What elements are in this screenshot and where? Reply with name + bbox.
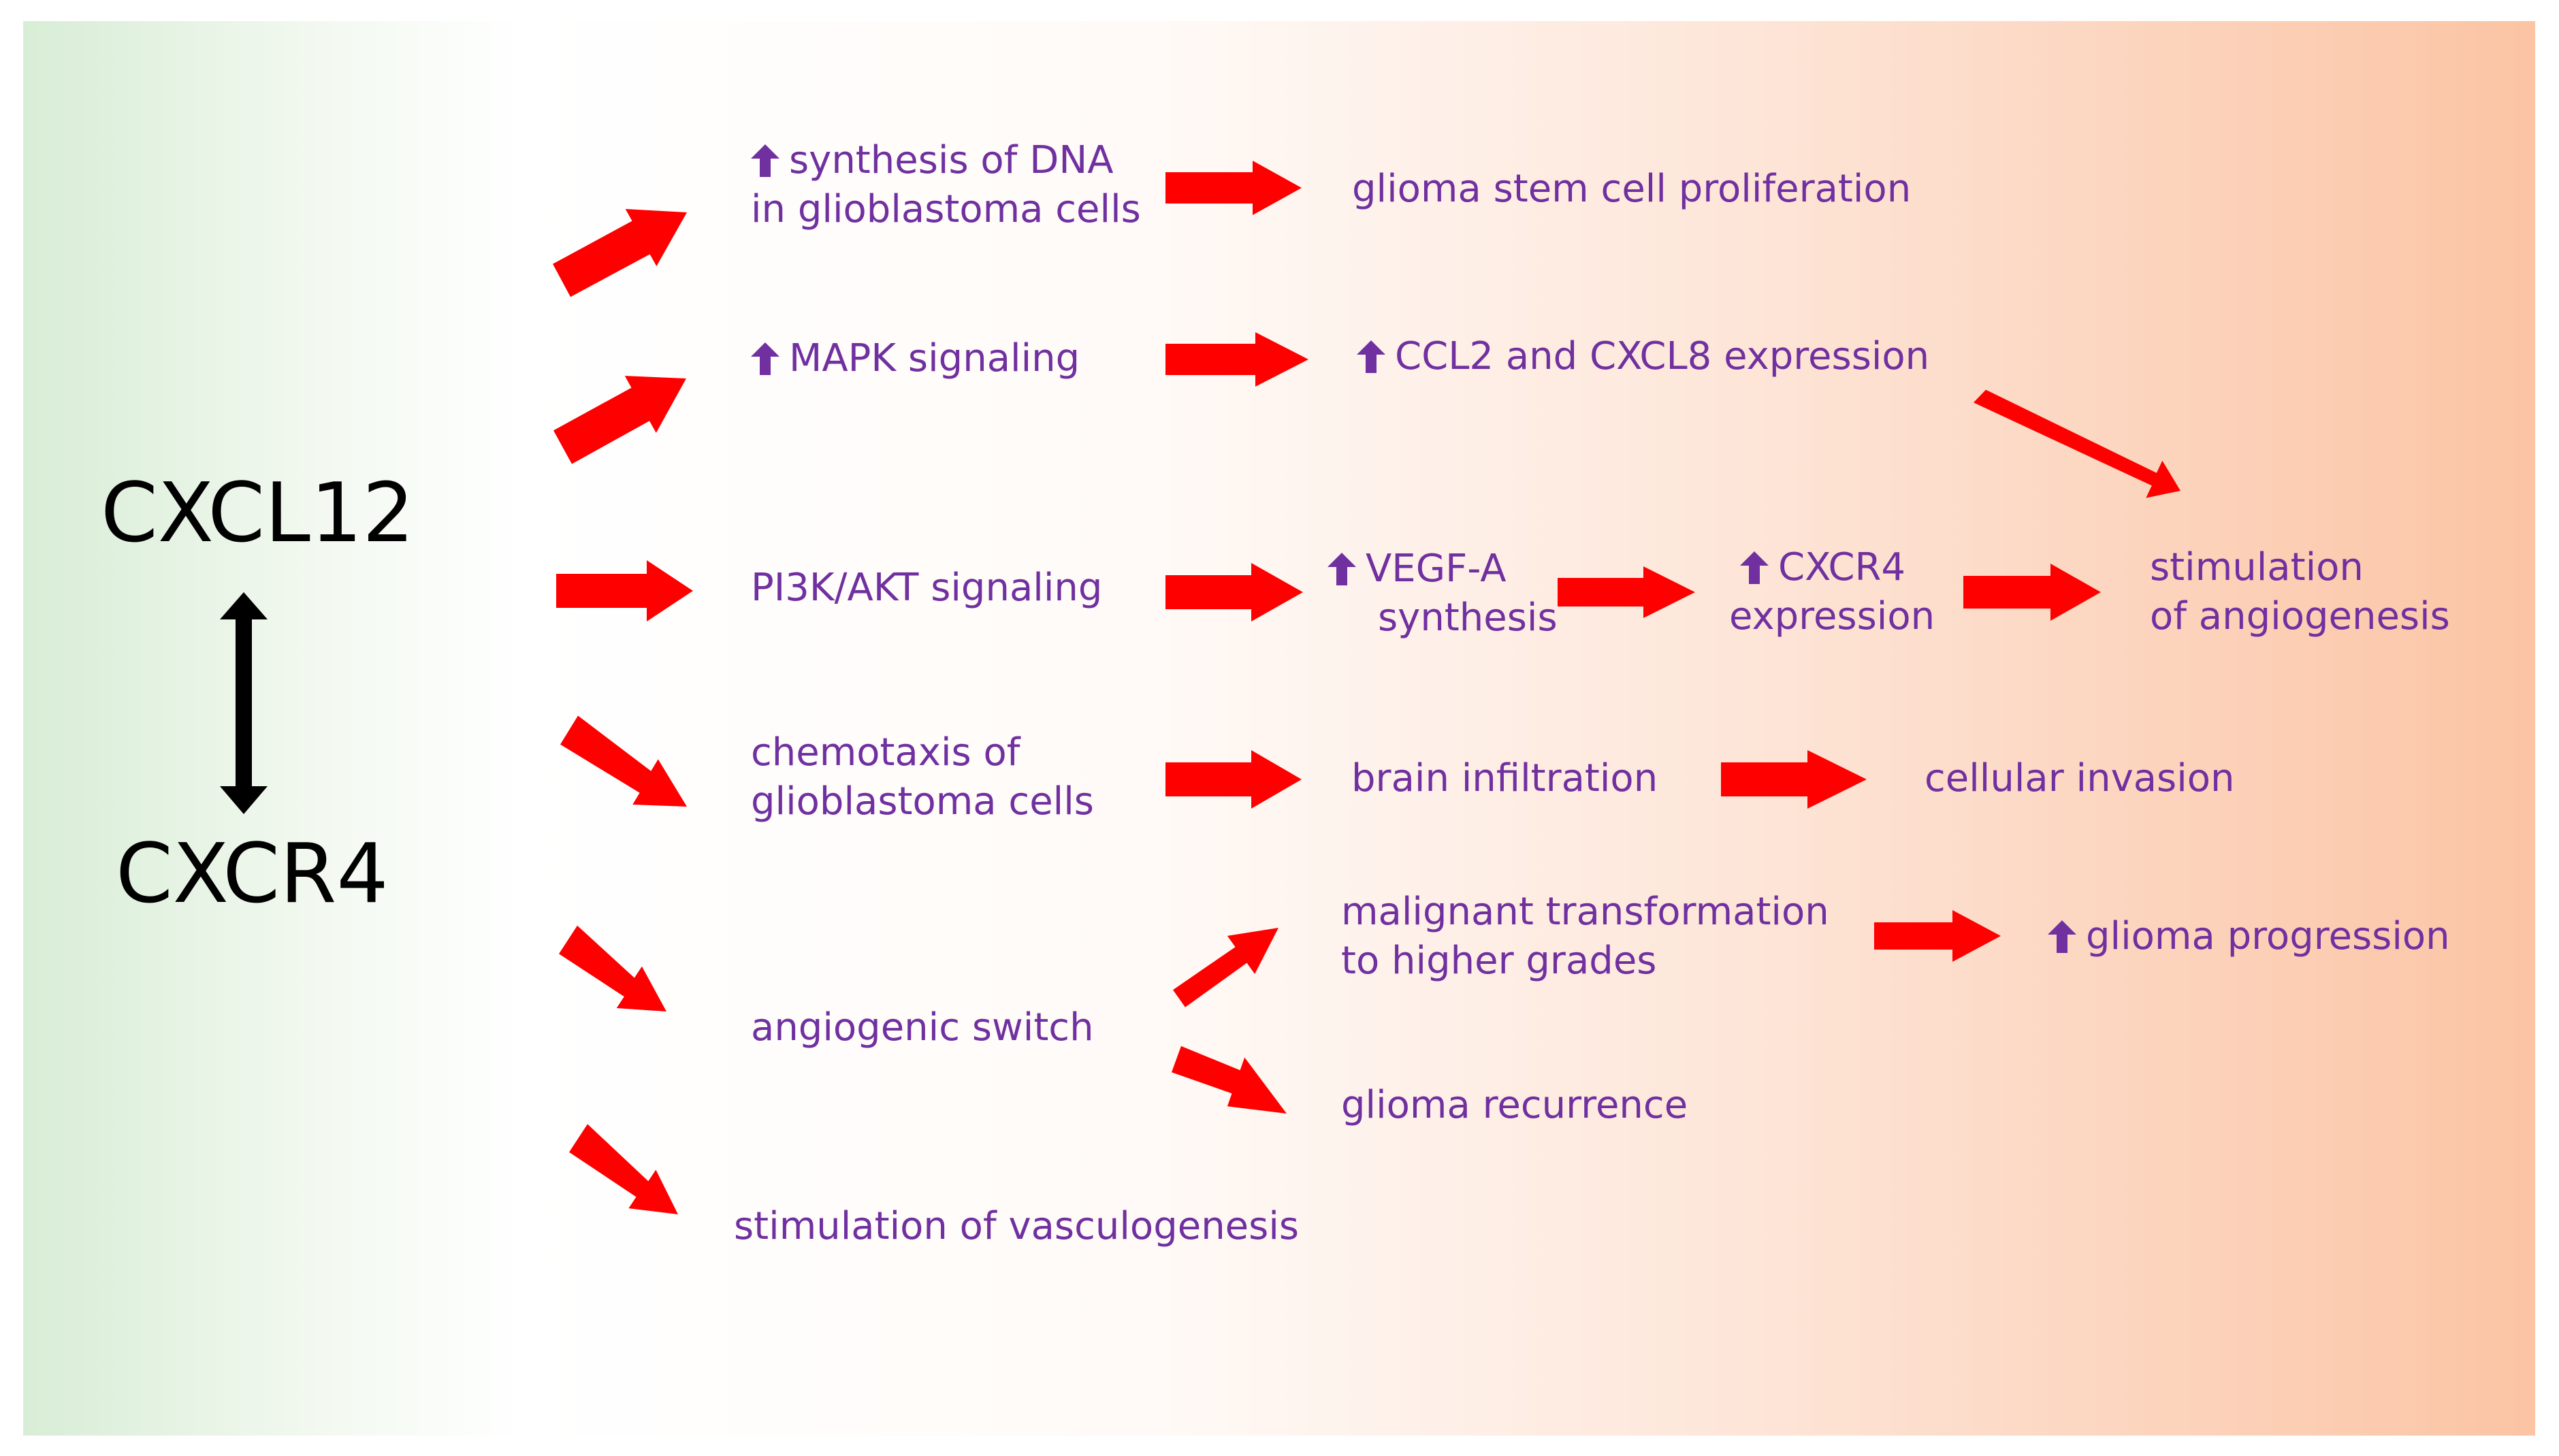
node-dna-synthesis: synthesis of DNA in glioblastoma cells bbox=[751, 136, 1141, 234]
arrow-to-mapk bbox=[553, 376, 686, 464]
vegf-line1: VEGF-A bbox=[1366, 547, 1507, 591]
node-mapk-signaling: MAPK signaling bbox=[751, 334, 1080, 383]
dna-synthesis-line2: in glioblastoma cells bbox=[751, 187, 1141, 231]
ligand-label: CXCL12 bbox=[101, 466, 415, 561]
increase-arrow-icon bbox=[1327, 553, 1356, 585]
node-glioma-recurrence: glioma recurrence bbox=[1341, 1083, 1688, 1127]
ccl2-text: CCL2 and CXCL8 expression bbox=[1395, 334, 1930, 378]
arrow-switch-to-recurrence bbox=[1172, 1046, 1287, 1114]
arrow-infiltration-to-invasion bbox=[1721, 750, 1867, 809]
node-stem-cell-proliferation: glioma stem cell proliferation bbox=[1352, 167, 1912, 211]
arrow-dna-to-proliferation bbox=[1165, 161, 1302, 215]
node-angiogenesis: stimulation of angiogenesis bbox=[2150, 543, 2450, 641]
node-glioma-progression: glioma progression bbox=[2048, 912, 2450, 961]
arrow-cxcr4-to-angiogenesis bbox=[1963, 564, 2101, 621]
node-cellular-invasion: cellular invasion bbox=[1925, 756, 2235, 800]
node-chemotaxis: chemotaxis of glioblastoma cells bbox=[751, 728, 1094, 826]
arrow-to-pi3k-akt bbox=[556, 560, 693, 621]
arrow-switch-to-malignant bbox=[1173, 928, 1278, 1007]
node-cxcr4-expression: CXCR4 expression bbox=[1729, 543, 1935, 641]
arrow-to-angiogenic-switch bbox=[559, 925, 666, 1012]
arrow-chemotaxis-to-infiltration bbox=[1165, 750, 1302, 809]
node-angiogenic-switch: angiogenic switch bbox=[751, 1005, 1094, 1050]
chemotaxis-line2: glioblastoma cells bbox=[751, 779, 1094, 824]
increase-arrow-icon bbox=[1740, 551, 1769, 584]
malignant-line2: to higher grades bbox=[1341, 939, 1657, 983]
dna-synthesis-line1: synthesis of DNA bbox=[789, 138, 1114, 182]
bidirectional-arrow bbox=[220, 592, 268, 814]
arrow-to-chemotaxis bbox=[560, 715, 687, 807]
chemotaxis-line1: chemotaxis of bbox=[751, 730, 1020, 775]
node-brain-infiltration: brain infiltration bbox=[1351, 756, 1658, 800]
mapk-text: MAPK signaling bbox=[789, 336, 1080, 381]
increase-arrow-icon bbox=[751, 144, 779, 177]
arrow-to-dna-synthesis bbox=[553, 209, 687, 297]
increase-arrow-icon bbox=[1357, 340, 1385, 373]
increase-arrow-icon bbox=[751, 342, 779, 375]
progression-text: glioma progression bbox=[2086, 914, 2450, 958]
arrow-ccl2-to-angiogenesis bbox=[1974, 389, 2180, 498]
arrow-to-vasculogenesis bbox=[569, 1124, 678, 1214]
arrow-vegf-to-cxcr4 bbox=[1558, 566, 1695, 618]
node-ccl2-cxcl8: CCL2 and CXCL8 expression bbox=[1357, 332, 1929, 381]
vegf-line2: synthesis bbox=[1378, 596, 1558, 640]
cxcr4-line2: expression bbox=[1729, 594, 1935, 638]
arrow-malignant-to-progression bbox=[1874, 910, 2001, 962]
arrow-mapk-to-ccl2 bbox=[1165, 332, 1308, 387]
diagram-background bbox=[23, 21, 2535, 1436]
angiogenesis-line2: of angiogenesis bbox=[2150, 594, 2450, 638]
node-pi3k-akt: PI3K/AKT signaling bbox=[751, 566, 1103, 610]
receptor-label: CXCR4 bbox=[116, 827, 389, 922]
malignant-line1: malignant transformation bbox=[1341, 890, 1829, 934]
arrow-pi3k-to-vegf bbox=[1165, 563, 1303, 621]
angiogenesis-line1: stimulation bbox=[2150, 545, 2364, 589]
increase-arrow-icon bbox=[2048, 920, 2076, 953]
node-vegf-a: VEGF-A synthesis bbox=[1327, 545, 1558, 643]
node-malignant-transformation: malignant transformation to higher grade… bbox=[1341, 888, 1829, 986]
node-vasculogenesis: stimulation of vasculogenesis bbox=[734, 1204, 1300, 1248]
cxcr4-line1: CXCR4 bbox=[1778, 545, 1906, 589]
